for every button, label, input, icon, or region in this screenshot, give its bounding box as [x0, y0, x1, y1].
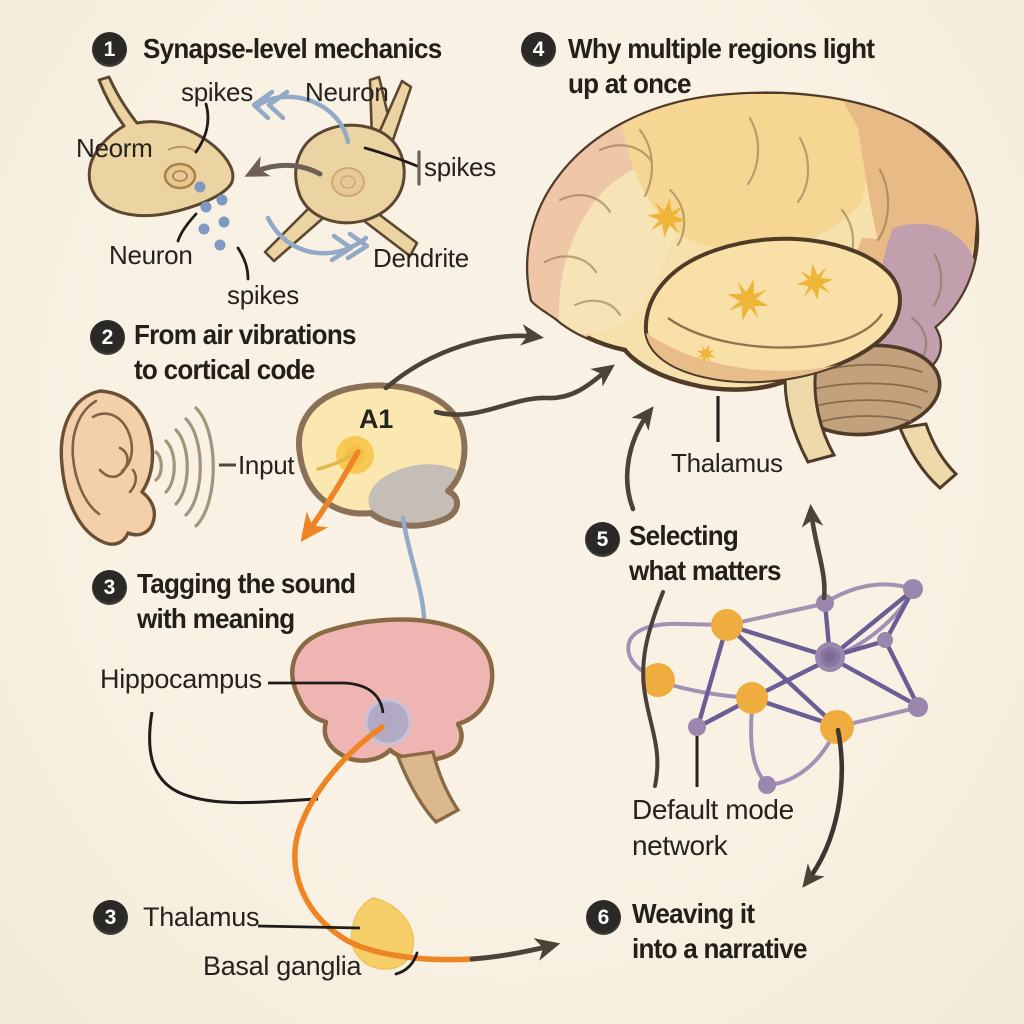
label-neuron-top: Neuron [305, 77, 389, 107]
label-thalamus-bottom: Thalamus [143, 902, 260, 932]
basal-ganglia-pointer [394, 951, 419, 976]
brainstem [783, 364, 837, 464]
heading-tagging-line1: Tagging the sound [137, 568, 356, 599]
badge-2: 2 [90, 320, 125, 355]
network-orange-nodes [641, 609, 854, 744]
label-spikes-right: spikes [424, 152, 496, 182]
thalamus-label-line [257, 924, 361, 930]
brain-illustration [525, 91, 980, 491]
network-to-brain-arrow [801, 504, 827, 601]
badge-5: 5 [585, 522, 620, 557]
release-arrow [244, 156, 323, 177]
label-spikes-top: spikes [181, 77, 253, 107]
selecting-wavy-line [641, 590, 665, 788]
a1-to-brain-arrow-upper [383, 324, 544, 391]
input-yellow-lead [316, 451, 356, 471]
synapse-pointer-lines [176, 102, 421, 281]
connector-arrows [383, 324, 845, 888]
postsynaptic-nucleolus [340, 175, 356, 189]
heading-weaving-line2: into a narrative [632, 933, 808, 964]
heading-vibrations-line2: to cortical code [134, 354, 315, 385]
thalamus-blob-illustration [257, 724, 561, 976]
heading-regions-line1: Why multiple regions light [568, 33, 875, 64]
label-dendrite: Dendrite [373, 243, 469, 273]
synapse-illustration [87, 75, 421, 281]
label-default-mode-line1: Default mode [632, 794, 794, 825]
badge-3b: 3 [93, 900, 128, 935]
postsynaptic-nucleus [331, 167, 365, 197]
label-hippocampus: Hippocampus [100, 664, 262, 694]
presynaptic-nucleus [163, 162, 197, 190]
limbic-illustration [148, 617, 495, 825]
network-purple-nodes [688, 579, 928, 794]
temporal-fissure-line [667, 313, 883, 349]
spinal-stem [897, 422, 959, 491]
heading-vibrations: From air vibrations to cortical code [134, 317, 356, 387]
a1-gray-region [368, 464, 465, 526]
heading-selecting-line1: Selecting [629, 520, 739, 551]
badge-1: 1 [92, 32, 127, 67]
heading-selecting-line2: what matters [629, 555, 781, 586]
heading-selecting: Selecting what matters [629, 518, 781, 588]
soma-detail-line [167, 145, 197, 153]
a1-to-brain-arrow-lower [433, 364, 615, 417]
presynaptic-neuron [87, 75, 235, 218]
hippocampus-to-thalamus-orange [292, 724, 475, 963]
heading-tagging: Tagging the sound with meaning [137, 566, 356, 636]
heading-regions-line2: up at once [568, 68, 692, 99]
ear-illustration [59, 389, 318, 546]
label-default-mode-line2: network [632, 830, 728, 861]
ear-inner-lines [71, 399, 138, 516]
label-spikes-bottom: spikes [227, 280, 299, 310]
parietal-yellow [618, 94, 884, 252]
heading-weaving-line1: Weaving it [632, 898, 755, 929]
sound-waves [154, 406, 215, 528]
a1-illustration [296, 382, 468, 709]
badge-6: 6 [586, 900, 621, 935]
ear-outline [59, 389, 157, 546]
heading-synapse: Synapse-level mechanics [143, 33, 442, 64]
network-illustration [626, 579, 928, 794]
hippocampus-curve-pointer [148, 711, 319, 805]
a1-blob-outline [296, 382, 468, 529]
network-to-weaving-arrow [802, 727, 845, 888]
hippocampus-pointer [268, 681, 385, 714]
label-a1: A1 [359, 404, 394, 434]
heading-weaving: Weaving it into a narrative [632, 896, 808, 966]
network-hub-core [824, 651, 836, 663]
limbic-brain [290, 617, 495, 763]
limbic-brainstem [395, 750, 461, 825]
presynaptic-nucleolus [172, 170, 188, 182]
badge-3: 3 [92, 570, 127, 605]
badge-4: 4 [521, 32, 556, 67]
selecting-to-brain-arrow [624, 406, 654, 512]
heading-tagging-line2: with meaning [137, 603, 295, 634]
label-thalamus-brain: Thalamus [671, 448, 783, 478]
heading-regions: Why multiple regions light up at once [568, 31, 875, 101]
label-neuron-bottom: Neuron [109, 240, 193, 270]
label-neorm: Neorm [76, 133, 153, 163]
label-input: Input [238, 450, 295, 480]
a1-output-orange-arrow [300, 449, 361, 542]
spike-loop-arrows [251, 89, 370, 263]
label-basal-ganglia: Basal ganglia [203, 951, 362, 981]
vesicle-dots [194, 181, 230, 251]
thalamus-to-weaving-arrow [469, 938, 561, 962]
heading-vibrations-line1: From air vibrations [134, 319, 356, 350]
